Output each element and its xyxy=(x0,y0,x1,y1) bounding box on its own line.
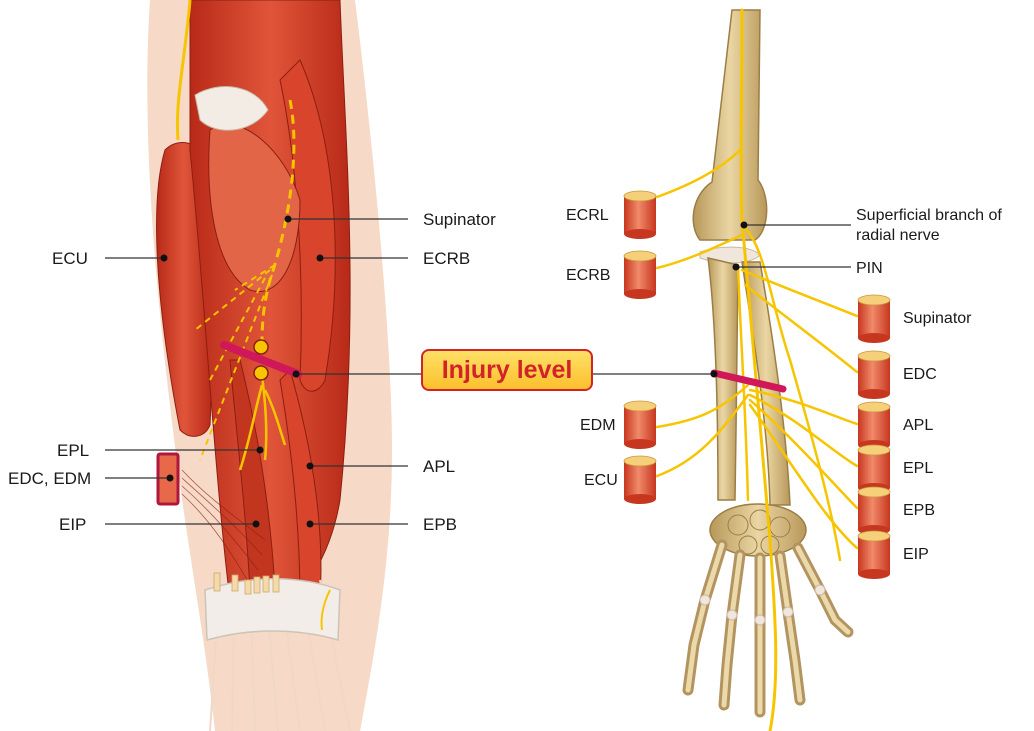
label-epb-left: EPB xyxy=(423,515,457,534)
label-eip-right: EIP xyxy=(903,546,929,563)
label-ecrb-left: ECRB xyxy=(423,249,470,268)
forearm-muscle-illustration xyxy=(147,0,392,731)
cylinders-left xyxy=(624,191,656,504)
label-superficial-branch-1: Superficial branch of xyxy=(856,207,1002,224)
cylinders-right xyxy=(858,295,890,579)
injury-marker-upper xyxy=(254,340,268,354)
cylinder-edm xyxy=(624,401,656,449)
extensor-retinaculum xyxy=(205,579,340,640)
cylinder-epb xyxy=(858,487,890,535)
label-ecrl-right: ECRL xyxy=(566,207,609,224)
injury-level-badge: Injury level xyxy=(421,349,593,391)
label-edc-edm-left: EDC, EDM xyxy=(8,469,91,488)
label-supinator-right: Supinator xyxy=(903,310,972,327)
label-edm-right: EDM xyxy=(580,417,616,434)
cylinder-supinator xyxy=(858,295,890,343)
label-ecu-left: ECU xyxy=(52,249,88,268)
label-superficial-branch-2: radial nerve xyxy=(856,227,940,244)
label-supinator-left: Supinator xyxy=(423,210,496,229)
humerus xyxy=(693,10,766,240)
label-ecrb-right: ECRB xyxy=(566,267,610,284)
label-pin: PIN xyxy=(856,260,883,277)
cylinder-ecrb xyxy=(624,251,656,299)
cylinder-ecu xyxy=(624,456,656,504)
arm-skeleton xyxy=(688,10,848,712)
cylinder-ecrl xyxy=(624,191,656,239)
label-epl-right: EPL xyxy=(903,460,933,477)
label-eip-left: EIP xyxy=(59,515,86,534)
cylinder-edc xyxy=(858,351,890,399)
injury-marker-lower xyxy=(254,366,268,380)
label-ecu-right: ECU xyxy=(584,472,618,489)
cylinder-eip xyxy=(858,531,890,579)
cylinder-apl xyxy=(858,402,890,450)
label-epb-right: EPB xyxy=(903,502,935,519)
label-apl-left: APL xyxy=(423,457,455,476)
label-apl-right: APL xyxy=(903,417,933,434)
label-epl-left: EPL xyxy=(57,441,89,460)
label-edc-right: EDC xyxy=(903,366,937,383)
finger-highlights xyxy=(688,545,848,712)
cylinder-epl xyxy=(858,445,890,493)
